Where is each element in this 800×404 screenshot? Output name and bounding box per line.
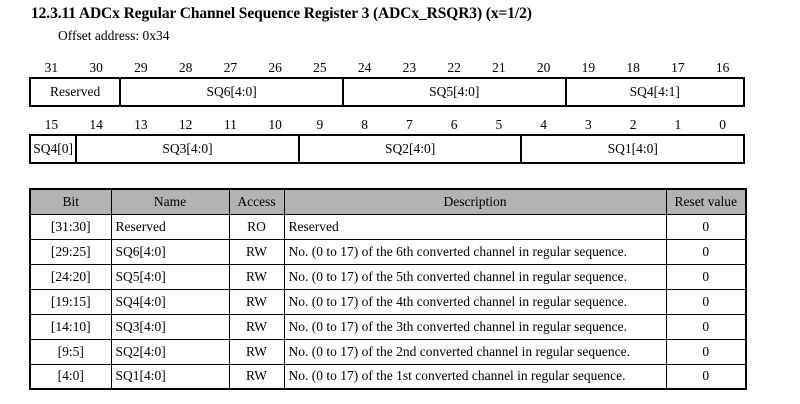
bit-number-19: 19 [581, 60, 596, 75]
bit-cell: [24:20] [29, 263, 112, 290]
register-field-reserved: Reserved [31, 79, 122, 105]
description-cell: No. (0 to 17) of the 4th converted chann… [283, 288, 667, 315]
description-cell: No. (0 to 17) of the 5th converted chann… [283, 263, 667, 290]
bit-number-18: 18 [626, 60, 640, 75]
column-header-reset-value: Reset value [665, 188, 747, 215]
access-cell: RW [228, 238, 285, 265]
bit-number-2: 2 [629, 117, 637, 132]
access-cell: RW [228, 363, 285, 390]
column-header-bit: Bit [29, 188, 112, 215]
bit-number-21: 21 [492, 60, 506, 75]
bit-number-0: 0 [719, 117, 726, 132]
bit-number-5: 5 [495, 117, 503, 132]
name-cell: SQ6[4:0] [110, 238, 230, 265]
reset-value-cell: 0 [665, 238, 747, 265]
bit-number-9: 9 [316, 117, 324, 132]
description-cell: Reserved [283, 213, 667, 240]
reset-value-cell: 0 [665, 363, 747, 390]
bit-number-30: 30 [89, 60, 103, 75]
name-cell: Reserved [110, 213, 230, 240]
bit-number-14: 14 [89, 117, 103, 132]
description-cell: No. (0 to 17) of the 3th converted chann… [283, 313, 667, 340]
bit-number-4: 4 [540, 117, 547, 132]
register-field-sq240: SQ2[4:0] [300, 136, 523, 162]
register-field-row-low: SQ4[0]SQ3[4:0]SQ2[4:0] SQ1[4:0] [29, 134, 745, 164]
bit-number-15: 15 [44, 117, 59, 132]
bit-number-7: 7 [406, 117, 413, 132]
bit-number-31: 31 [44, 60, 59, 75]
bit-number-24: 24 [357, 60, 372, 75]
bit-number-6: 6 [450, 117, 458, 132]
bit-number-26: 26 [268, 60, 282, 75]
name-cell: SQ2[4:0] [110, 338, 230, 365]
register-bitmap-high: 31 30 29 28 27 26 25 24 23 22 21 20 19 18 17 16 Reserve… [29, 58, 745, 107]
register-description-table: Bit Name Access Description Reset value … [29, 188, 747, 390]
reset-value-cell: 0 [665, 213, 747, 240]
bit-number-25: 25 [313, 60, 327, 75]
name-cell: SQ3[4:0] [110, 313, 230, 340]
register-field-sq340: SQ3[4:0] [77, 136, 300, 162]
name-cell: SQ1[4:0] [110, 363, 230, 390]
bit-number-23: 23 [402, 60, 417, 75]
offset-address-label: Offset address: 0x34 [58, 28, 170, 43]
reset-value-cell: 0 [665, 313, 747, 340]
access-cell: RW [228, 288, 285, 315]
bit-cell: [31:30] [29, 213, 112, 240]
register-field-sq140: SQ1[4:0] [607, 141, 658, 156]
bit-number-22: 22 [447, 60, 461, 75]
reset-value-cell: 0 [665, 338, 747, 365]
bit-number-17: 17 [671, 60, 685, 75]
register-field-sq441: SQ4[4:1] [629, 84, 680, 99]
description-cell: No. (0 to 17) of the 6th converted chann… [283, 238, 667, 265]
bit-number-12: 12 [178, 117, 193, 132]
bit-number-11: 11 [223, 117, 237, 132]
table-header-row: Bit Name Access Description Reset value [29, 188, 747, 215]
bit-number-1: 1 [674, 117, 682, 132]
access-cell: RW [228, 313, 285, 340]
bit-cell: [29:25] [29, 238, 112, 265]
access-cell: RW [228, 263, 285, 290]
bit-number-13: 13 [134, 117, 148, 132]
bit-number-10: 10 [268, 117, 282, 132]
bit-cell: [19:15] [29, 288, 112, 315]
register-field-sq40: SQ4[0] [31, 136, 78, 162]
register-field-sq640: SQ6[4:0] [121, 79, 344, 105]
column-header-name: Name [110, 188, 230, 215]
page-title: 12.3.11 ADCx Regular Channel Sequence Re… [31, 5, 532, 22]
name-cell: SQ5[4:0] [110, 263, 230, 290]
reset-value-cell: 0 [665, 288, 747, 315]
bit-number-28: 28 [178, 60, 193, 75]
bit-number-16: 16 [715, 60, 730, 75]
bit-cell: [9:5] [29, 338, 112, 365]
bit-number-3: 3 [585, 117, 592, 132]
bit-cell: [4:0] [29, 363, 112, 390]
bit-cell: [14:10] [29, 313, 112, 340]
register-field-sq540: SQ5[4:0] [344, 79, 567, 105]
bit-number-20: 20 [536, 60, 551, 75]
column-header-access: Access [228, 188, 285, 215]
bit-number-row-high: 31 30 29 28 27 26 25 24 23 22 21 20 19 18 17 16 [29, 58, 745, 77]
description-cell: No. (0 to 17) of the 2nd converted chann… [283, 338, 667, 365]
access-cell: RW [228, 338, 285, 365]
access-cell: RO [228, 213, 285, 240]
column-header-description: Description [283, 188, 667, 215]
description-cell: No. (0 to 17) of the 1st converted chann… [283, 363, 667, 390]
bit-number-29: 29 [134, 60, 148, 75]
reset-value-cell: 0 [665, 263, 747, 290]
bit-number-8: 8 [361, 117, 368, 132]
bit-number-27: 27 [223, 60, 238, 75]
name-cell: SQ4[4:0] [110, 288, 230, 315]
